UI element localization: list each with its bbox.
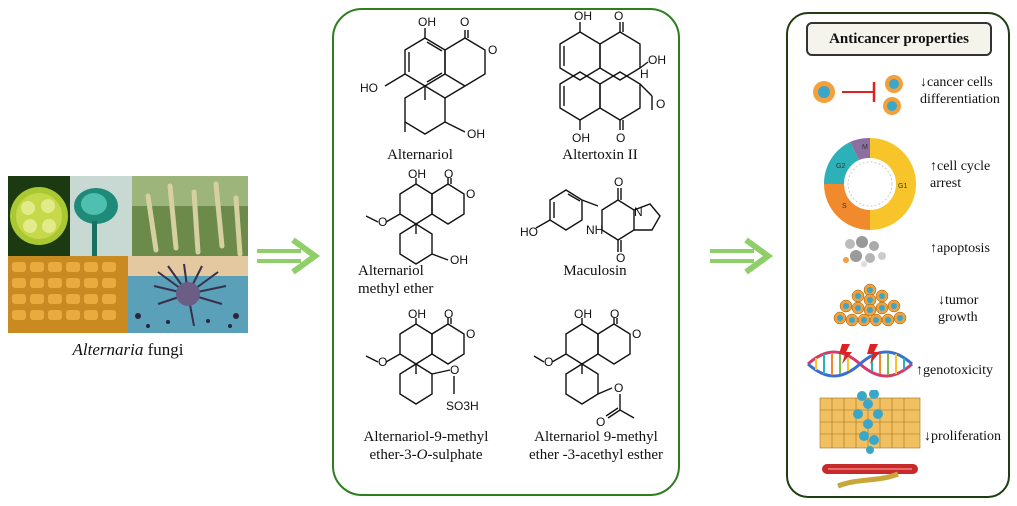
compound-name-altertoxin-ii: Altertoxin II [540,146,660,164]
oh-label: OH [450,253,468,267]
panel-title: Anticancer properties [806,22,992,56]
fungi-caption-rest: fungi [143,340,184,359]
phase-label-m: M [862,144,868,151]
phase-label-g2: G2 [836,163,845,170]
fungi-caption-genus: Alternaria [72,340,144,359]
oh-label: OH [418,15,436,29]
property-label-line: differentiation [920,92,1000,107]
oh-label: OH [408,167,426,181]
compound-name-alternariol-acetyl-ester: Alternariol 9-methyl ether -3-acethyl es… [516,428,676,464]
o-label: O [614,9,623,23]
compound-name-line: Alternariol-9-methyl [363,429,489,445]
o-label: O [450,363,459,377]
oh-label: OH [574,307,592,321]
o-label: O [466,187,475,201]
o-label: O [614,175,623,189]
o-label: O [616,131,625,145]
oh-label: OH [467,127,485,141]
so3h-label: SO3H [446,399,479,413]
alternariol-acetyl-ester-structure: OH O O O O O [533,307,641,429]
o-label: O [632,327,641,341]
property-label-line: ↓cancer cells [920,75,993,90]
o-label: O [616,251,625,265]
compound-name-maculosin: Maculosin [540,262,650,280]
o-label: O [544,355,553,369]
alternariol-methyl-ether-structure: OH O O O OH [365,167,475,267]
property-label-line: arrest [930,176,962,191]
o-label: O [466,327,475,341]
anticancer-properties-panel [786,12,1010,498]
compound-name-line: Maculosin [563,263,627,279]
o-label: O [596,415,605,429]
ho-label: HO [520,225,538,239]
h-label: H [640,67,649,81]
nh-label: NH [586,223,603,237]
compound-name-line: Alternariol 9-methyl [534,429,658,445]
property-label-line: ↓proliferation [924,429,1001,444]
cell-cycle-icon: G1 S G2 M [823,137,916,230]
arrow-right-icon [710,237,774,275]
o-label: O [378,215,387,229]
tumor-growth-icon [833,283,907,327]
property-genotoxicity: ↑genotoxicity [916,362,993,379]
compound-name-line: methyl ether [358,281,434,297]
oh-label: OH [572,131,590,145]
dna-damage-icon [807,344,913,378]
property-cell-cycle-arrest: ↑cell cycle arrest [930,158,990,192]
compounds-panel [332,8,680,496]
compound-name-line: ether -3-acethyl esther [528,447,664,463]
o-label: O [444,167,453,181]
alternaria-photo-collage [8,176,248,333]
o-label: O [488,43,497,57]
arrow-right-icon [257,237,321,275]
apoptosis-icon [843,236,886,267]
proliferation-icon [819,390,921,489]
maculosin-structure: HO O NH N O [520,175,661,265]
oh-label: OH [648,53,666,67]
property-label-line: ↑apoptosis [930,241,990,256]
cell-differentiation-icon [813,75,903,115]
property-tumor-growth: ↓tumor growth [938,292,978,326]
property-label-line: growth [938,310,978,325]
o-label: O [378,355,387,369]
oh-label: OH [574,9,592,23]
compound-name-line: -sulphate [427,447,483,463]
property-apoptosis: ↑apoptosis [930,240,990,257]
phase-label-s: S [842,203,847,210]
compound-name-line: ether-3- [369,447,417,463]
o-label: O [610,307,619,321]
o-label: O [614,381,623,395]
phase-label-g1: G1 [898,183,907,190]
property-proliferation: ↓proliferation [924,428,1001,445]
property-label-line: ↓tumor [938,293,979,308]
alternariol-sulphate-structure: OH O O O O SO3H [365,307,479,413]
compound-name-line: Alternariol [358,263,424,279]
ho-label: HO [360,81,378,95]
compound-name-alternariol-sulphate: Alternariol-9-methyl ether-3-O-sulphate [346,428,506,464]
altertoxin-ii-structure: OH O OH H O OH O [559,9,666,145]
compound-name-alternariol-methyl-ether: Alternariol methyl ether [358,262,458,298]
compound-name-alternariol: Alternariol [360,146,480,164]
property-label-line: ↑genotoxicity [916,363,993,378]
alternariol-structure: OH O O HO OH [360,15,497,141]
fungi-caption: Alternaria fungi [8,340,248,360]
compound-name-line: Alternariol [387,147,453,163]
o-label: O [460,15,469,29]
o-label: O [656,97,665,111]
property-differentiation: ↓cancer cells differentiation [920,74,1000,108]
oh-label: OH [408,307,426,321]
property-label-line: ↑cell cycle [930,159,991,174]
o-label: O [444,307,453,321]
n-label: N [634,205,643,219]
compound-name-line: O [416,447,428,463]
compound-name-line: Altertoxin II [562,147,638,163]
